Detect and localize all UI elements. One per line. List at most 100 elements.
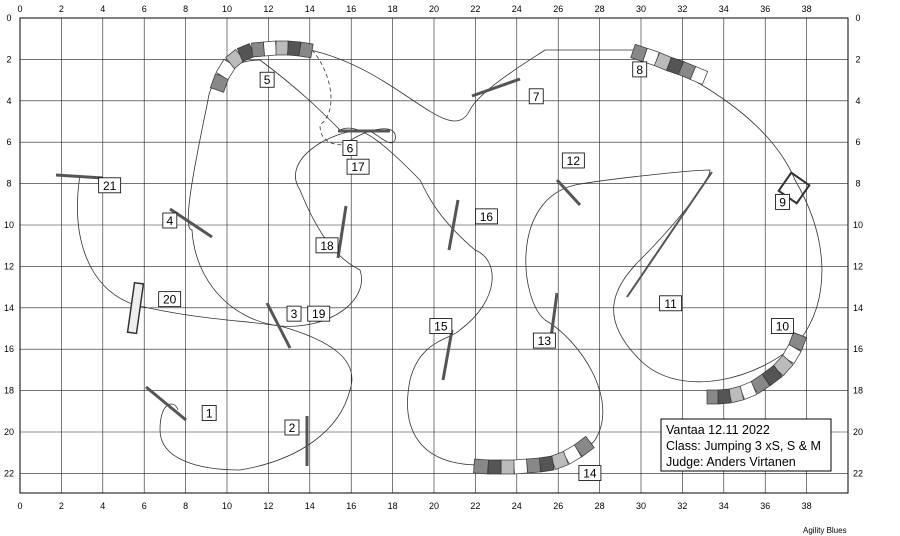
y-tick-label-left: 8 xyxy=(6,179,11,189)
x-tick-label-top: 28 xyxy=(595,4,605,14)
obstacle-number: 1 xyxy=(206,407,213,421)
tunnel-14 xyxy=(473,435,595,475)
tunnel-segment xyxy=(538,455,555,473)
info-judge: Judge: Anders Virtanen xyxy=(666,455,796,469)
tunnel-segment xyxy=(717,388,731,405)
x-tick-label-bottom: 26 xyxy=(553,501,563,511)
y-tick-label-right: 10 xyxy=(853,220,863,230)
obstacle-label: 7 xyxy=(528,88,544,105)
y-tick-label-left: 10 xyxy=(4,220,14,230)
obstacle-number: 6 xyxy=(347,142,354,156)
obstacle-number: 15 xyxy=(434,320,448,334)
x-tick-label-top: 38 xyxy=(802,4,812,14)
obstacle-label-box xyxy=(259,71,275,88)
x-tick-label-top: 32 xyxy=(677,4,687,14)
x-tick-label-bottom: 32 xyxy=(677,501,687,511)
obstacle-number: 5 xyxy=(264,73,271,87)
obstacle-label: 2 xyxy=(284,419,300,436)
jump-21 xyxy=(55,173,104,180)
y-tick-label-right: 4 xyxy=(855,96,860,106)
info-location-date: Vantaa 12.11 2022 xyxy=(666,423,770,437)
x-tick-label-bottom: 8 xyxy=(183,501,188,511)
obstacle-label: 21 xyxy=(98,177,122,194)
tunnel-segment xyxy=(513,458,528,475)
obstacle-number: 3 xyxy=(291,307,298,321)
x-tick-label-bottom: 22 xyxy=(470,501,480,511)
credit-text: Agility Blues xyxy=(803,526,847,535)
obstacle-number: 4 xyxy=(166,214,173,228)
y-tick-label-right: 12 xyxy=(853,261,863,271)
obstacle-label: 9 xyxy=(775,193,790,210)
obstacle-label: 4 xyxy=(162,212,178,229)
x-tick-label-top: 6 xyxy=(142,4,147,14)
x-tick-label-bottom: 10 xyxy=(222,501,232,511)
jump-15 xyxy=(441,329,454,381)
jump-1 xyxy=(145,385,187,422)
y-tick-label-left: 16 xyxy=(4,344,14,354)
obstacle-label: 3 xyxy=(286,305,302,322)
obstacle-number: 20 xyxy=(163,293,177,307)
obstacle-label-box xyxy=(346,158,370,175)
obstacle-label: 12 xyxy=(561,152,585,169)
x-tick-label-top: 20 xyxy=(429,4,439,14)
obstacle-label-box xyxy=(286,305,302,322)
obstacle-label-box xyxy=(578,465,602,481)
obstacle-label: 17 xyxy=(346,158,370,175)
x-tick-label-top: 16 xyxy=(346,4,356,14)
tunnel-segment xyxy=(251,41,265,58)
y-tick-label-left: 0 xyxy=(6,13,11,23)
x-tick-label-bottom: 20 xyxy=(429,501,439,511)
tunnel-10 xyxy=(706,332,807,405)
tunnel-segment xyxy=(473,458,489,475)
obstacle-label: 6 xyxy=(342,140,358,156)
obstacle-label: 14 xyxy=(578,465,602,481)
jump-11 xyxy=(626,171,713,298)
tunnel-8 xyxy=(630,43,709,85)
obstacle-number: 9 xyxy=(779,195,786,209)
obstacle-label-box xyxy=(315,237,339,254)
x-tick-label-top: 14 xyxy=(305,4,315,14)
x-tick-label-bottom: 16 xyxy=(346,501,356,511)
obstacle-label: 16 xyxy=(474,208,498,225)
y-tick-label-right: 22 xyxy=(853,468,863,478)
y-tick-label-right: 16 xyxy=(853,344,863,354)
y-tick-label-right: 18 xyxy=(853,386,863,396)
tunnel-segment xyxy=(706,389,719,405)
y-tick-label-right: 2 xyxy=(855,54,860,64)
x-tick-label-top: 18 xyxy=(388,4,398,14)
obstacle-label: 10 xyxy=(771,318,794,334)
jump-18 xyxy=(336,205,348,259)
course-grid xyxy=(19,17,849,494)
x-tick-label-top: 8 xyxy=(183,4,188,14)
tunnel-5 xyxy=(209,40,314,93)
y-tick-label-right: 8 xyxy=(855,179,860,189)
x-tick-label-bottom: 34 xyxy=(719,501,729,511)
tunnel-segment xyxy=(287,40,301,57)
obstacle-label-box xyxy=(307,305,331,322)
x-tick-label-bottom: 6 xyxy=(142,501,147,511)
tunnel-segment xyxy=(526,457,541,474)
obstacle-number: 7 xyxy=(533,90,540,104)
x-tick-label-bottom: 24 xyxy=(512,501,522,511)
obstacle-label-box xyxy=(474,208,498,225)
tunnel-segment xyxy=(298,41,314,59)
obstacle-label-box xyxy=(342,140,358,156)
obstacle-number: 17 xyxy=(351,160,365,174)
y-tick-label-left: 4 xyxy=(6,96,11,106)
obstacle-label-box xyxy=(561,152,585,169)
obstacle-number: 10 xyxy=(776,320,790,334)
tunnel-segment xyxy=(487,459,502,475)
jump-12 xyxy=(555,178,582,207)
x-tick-label-top: 2 xyxy=(59,4,64,14)
obstacle-label: 18 xyxy=(315,237,339,254)
obstacle-label: 19 xyxy=(307,305,331,322)
obstacle-number: 19 xyxy=(312,307,326,321)
tunnel-segment xyxy=(263,40,277,57)
obstacle-label: 13 xyxy=(532,332,556,349)
x-tick-label-bottom: 14 xyxy=(305,501,315,511)
y-tick-label-right: 6 xyxy=(855,137,860,147)
